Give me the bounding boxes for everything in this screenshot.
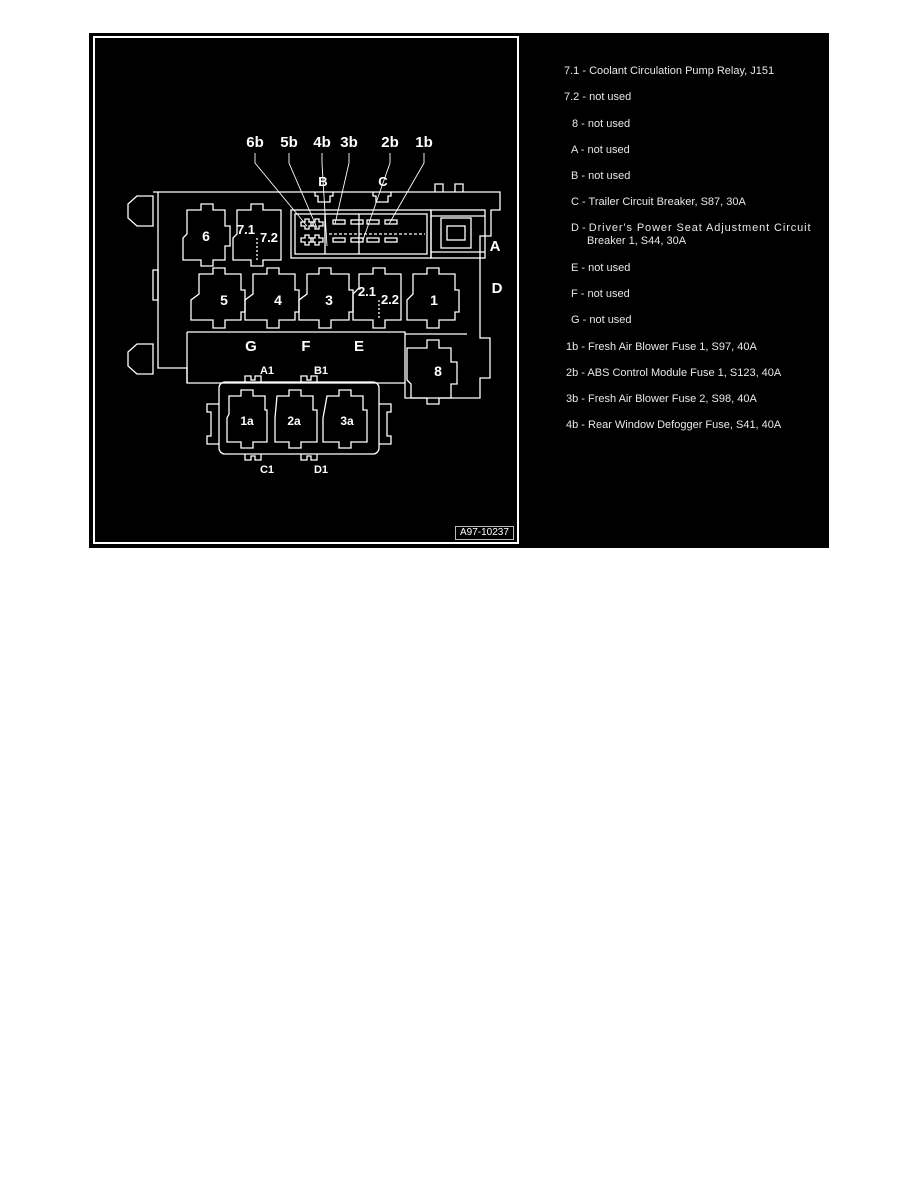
label-pos-b: B: [318, 174, 327, 189]
label-pos-c1: C1: [260, 464, 274, 476]
legend-desc: not used: [587, 144, 630, 156]
label-relay-7-1: 7.1: [237, 222, 255, 237]
label-relay-2-2: 2.2: [381, 292, 399, 307]
label-relay-6: 6: [202, 228, 210, 244]
legend-key: 1b: [566, 341, 579, 353]
legend-item: 2b - ABS Control Module Fuse 1, S123, 40…: [566, 367, 782, 379]
label-relay-5: 5: [220, 292, 228, 308]
legend-item: B - not used: [571, 170, 631, 182]
legend-desc: not used: [589, 314, 632, 326]
legend-key: F: [571, 288, 578, 300]
legend-desc: Fresh Air Blower Fuse 1, S97, 40A: [588, 341, 757, 353]
legend-desc: not used: [587, 118, 631, 130]
label-relay-2-1: 2.1: [358, 284, 376, 299]
label-pos-f: F: [301, 338, 310, 355]
callout-5b: 5b: [280, 134, 298, 151]
label-pos-a1: A1: [260, 365, 274, 377]
legend-key: 7.1: [564, 65, 580, 77]
legend-desc: Trailer Circuit Breaker, S87, 30A: [588, 196, 746, 208]
legend-item: D - Driver's Power Seat Adjustment Circu…: [571, 222, 812, 247]
label-relay-8: 8: [434, 363, 442, 379]
label-relay-4: 4: [274, 292, 282, 308]
legend-desc: ABS Control Module Fuse 1, S123, 40A: [587, 367, 782, 379]
legend-key: D: [571, 222, 579, 234]
legend-key: G: [571, 314, 580, 326]
legend-desc: Fresh Air Blower Fuse 2, S98, 40A: [588, 393, 757, 405]
legend-item: E - not used: [571, 262, 631, 274]
legend-item: 4b - Rear Window Defogger Fuse, S41, 40A: [566, 419, 782, 431]
label-pos-d: D: [492, 280, 503, 297]
legend-key: 8: [572, 118, 579, 130]
legend-key: 7.2: [564, 91, 580, 103]
label-pos-a: A: [490, 238, 501, 255]
legend-desc: Coolant Circulation Pump Relay, J151: [589, 65, 775, 77]
label-pos-e: E: [354, 338, 364, 355]
legend-key: 4b: [566, 419, 579, 431]
legend-key: 3b: [566, 393, 579, 405]
fuse-box-diagram: 6b 5b 4b 3b 2b 1b 6 7.1 7.2 5 4 3 2.1 2.…: [93, 36, 519, 544]
label-pos-g: G: [245, 338, 257, 355]
fuse-box-drawing: 6b 5b 4b 3b 2b 1b 6 7.1 7.2 5 4 3 2.1 2.…: [127, 134, 503, 476]
legend-item: C - Trailer Circuit Breaker, S87, 30A: [571, 196, 746, 208]
legend-key: B: [571, 170, 579, 182]
callout-6b: 6b: [246, 134, 264, 151]
figure-frame: 6b 5b 4b 3b 2b 1b 6 7.1 7.2 5 4 3 2.1 2.…: [89, 33, 829, 548]
label-relay-7-2: 7.2: [260, 230, 278, 245]
legend: 7.1 - Coolant Circulation Pump Relay, J1…: [89, 33, 829, 548]
legend-item: 7.1 - Coolant Circulation Pump Relay, J1…: [564, 65, 775, 77]
legend-desc: not used: [587, 288, 630, 300]
legend-key: 2b: [566, 367, 579, 379]
label-relay-1: 1: [430, 292, 438, 308]
legend-item: 8 - not used: [572, 118, 631, 130]
callout-4b: 4b: [313, 134, 331, 151]
label-relay-3: 3: [325, 292, 333, 308]
legend-item: F - not used: [571, 288, 630, 300]
label-slot-3a: 3a: [340, 414, 354, 428]
legend-desc: Driver's Power Seat Adjustment Circuit: [588, 222, 812, 234]
legend-desc: not used: [589, 91, 632, 103]
slot-labels: 6 7.1 7.2 5 4 3 2.1 2.2 1 8 1a 2a 3a A B…: [202, 174, 502, 476]
legend-desc-continued: Breaker 1, S44, 30A: [587, 235, 687, 247]
legend-key: A: [571, 144, 578, 156]
legend-item: 3b - Fresh Air Blower Fuse 2, S98, 40A: [566, 393, 757, 405]
legend-desc: Rear Window Defogger Fuse, S41, 40A: [588, 419, 782, 431]
label-slot-1a: 1a: [240, 414, 254, 428]
legend-item: G - not used: [571, 314, 632, 326]
legend-item: 7.2 - not used: [564, 91, 632, 103]
label-pos-c: C: [378, 174, 388, 189]
callout-2b: 2b: [381, 134, 399, 151]
label-pos-d1: D1: [314, 464, 328, 476]
callout-3b: 3b: [340, 134, 358, 151]
callout-labels: 6b 5b 4b 3b 2b 1b: [246, 134, 433, 151]
legend-item: 1b - Fresh Air Blower Fuse 1, S97, 40A: [566, 341, 757, 353]
label-slot-2a: 2a: [287, 414, 301, 428]
callout-1b: 1b: [415, 134, 433, 151]
legend-key: C: [571, 196, 579, 208]
legend-item: A - not used: [571, 144, 630, 156]
legend-desc: not used: [588, 262, 631, 274]
figure-reference-id: A97-10237: [455, 526, 514, 540]
legend-key: E: [571, 262, 579, 274]
label-pos-b1: B1: [314, 365, 328, 377]
legend-desc: not used: [588, 170, 631, 182]
